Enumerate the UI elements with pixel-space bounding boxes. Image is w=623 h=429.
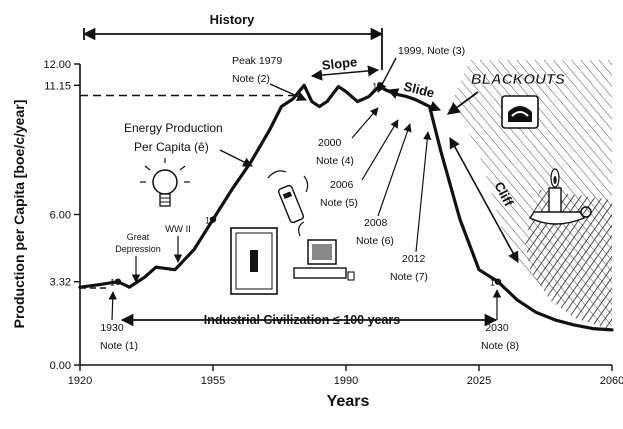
y-tick-label: 12.00 [43, 59, 71, 71]
cliff-arrow [449, 137, 519, 263]
slope-label: Slope [321, 54, 358, 73]
note-2030-line1: 2030 [485, 322, 509, 334]
note-2000-line1: 2000 [318, 137, 342, 149]
blackouts-pointer [446, 91, 479, 115]
point-label: 1 [205, 216, 210, 226]
cordless-phone-icon [267, 170, 309, 224]
power-plant-icon [501, 95, 539, 129]
blackout-region [448, 60, 612, 330]
note-2006-line2: Note (5) [320, 197, 358, 209]
y-tick-label: 3.32 [50, 277, 71, 289]
note-1999: 1999, Note (3) [398, 45, 465, 57]
peak-pointer [269, 83, 307, 101]
y-tick-label: 0.00 [50, 360, 71, 372]
slide-label: Slide [402, 79, 436, 101]
note-2006-line1: 2006 [330, 179, 354, 191]
note-2008-line2: Note (6) [356, 235, 394, 247]
y-axis-label: Production per Capita [boe/c/year] [11, 100, 27, 329]
x-tick-label: 1955 [201, 375, 225, 387]
slope-arrow [310, 65, 380, 81]
y-tick-label: 11.15 [44, 80, 71, 92]
pointer-2008 [377, 123, 412, 217]
note-2012-line2: Note (7) [390, 271, 428, 283]
note-2012-line1: 2012 [402, 253, 426, 265]
y-axis-ticks: 0.00 3.32 6.00 11.15 12.00 [43, 59, 80, 372]
peak-note-line1: Peak 1979 [232, 55, 282, 67]
series-point [209, 216, 217, 223]
series-point [114, 278, 122, 285]
computer-icon [293, 221, 355, 281]
point-label: 1 [110, 278, 115, 288]
x-tick-label: 1920 [68, 375, 92, 387]
energy-label-line2: Per Capita (ê) [134, 140, 209, 154]
peak-note-line2: Note (2) [232, 73, 270, 85]
series-line-energy [78, 83, 614, 332]
industrial-label: Industrial Civilization ≤ 100 years [204, 313, 401, 327]
energy-label-pointer [219, 149, 253, 167]
note-2030-line2: Note (8) [481, 340, 519, 352]
light-bulb-icon [140, 158, 190, 207]
point-label: 1 [372, 81, 377, 91]
series-point [494, 278, 502, 285]
x-axis-label: Years [327, 393, 370, 410]
pointer-1930 [108, 291, 117, 321]
light-switch-icon [230, 227, 278, 295]
energy-label-line1: Energy Production [124, 121, 223, 135]
point-label: 1 [490, 278, 495, 288]
blackouts-label: BLACKOUTS [471, 71, 565, 88]
pointer-1999 [377, 57, 397, 93]
note-1930-line2: Note (1) [100, 340, 138, 352]
x-tick-label: 2060 [600, 375, 623, 387]
note-1930-line1: 1930 [100, 322, 124, 334]
note-2008-line1: 2008 [364, 217, 388, 229]
y-tick-label: 6.00 [50, 210, 71, 222]
pointer-2000 [351, 107, 379, 139]
note-2000-line2: Note (4) [316, 155, 354, 167]
slide-arrow [386, 88, 442, 112]
history-label: History [210, 12, 256, 27]
great-depression-line2: Depression [115, 244, 161, 254]
x-tick-label: 1990 [334, 375, 358, 387]
pointer-2006 [361, 119, 399, 181]
ww2-label: WW II [165, 224, 191, 235]
candle-icon [528, 168, 592, 225]
pointer-2012 [415, 131, 432, 253]
great-depression-line1: Great [127, 232, 150, 242]
x-axis-ticks: 1920 1955 1990 2025 2060 [68, 365, 623, 387]
x-tick-label: 2025 [467, 375, 491, 387]
